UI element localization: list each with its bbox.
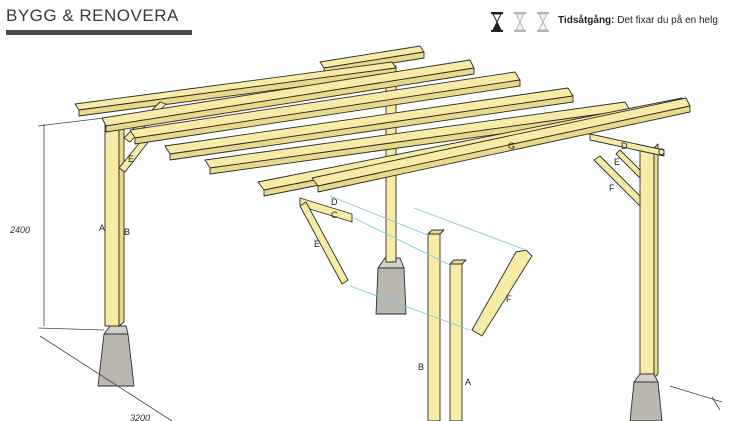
brace-right-lower	[593, 155, 641, 207]
label-a-left: A	[99, 223, 105, 233]
loose-post-a	[449, 263, 463, 421]
label-f-loose: F	[506, 294, 512, 304]
label-f-right: F	[609, 183, 615, 193]
hourglass-icon	[491, 12, 503, 32]
post-right	[639, 147, 655, 379]
time-estimate: Tidsåtgång: Det fixar du på en helg	[558, 15, 718, 26]
label-c-mid: C	[331, 210, 338, 220]
time-estimate-value: Det fixar du på en helg	[617, 15, 718, 26]
label-d-mid: D	[331, 197, 338, 207]
beam-right-end	[589, 133, 665, 157]
brand-underline	[6, 30, 192, 35]
pergola-diagram: A B E D C E G D C E F F B A 2400 3200	[9, 45, 723, 421]
dimension-height: 2400	[9, 225, 30, 235]
difficulty-rating	[491, 12, 549, 32]
brace-right-upper	[615, 149, 641, 179]
time-estimate-label: Tidsåtgång:	[558, 15, 615, 26]
hourglass-empty-icon	[514, 12, 526, 32]
label-e-mid: E	[314, 239, 320, 249]
brand-title: BYGG & RENOVERA	[6, 6, 179, 25]
brace-mid	[299, 201, 349, 285]
concrete-footing-back	[375, 267, 407, 315]
hourglass-empty-icon	[537, 12, 549, 32]
post-left	[104, 117, 120, 327]
label-d-right: D	[621, 141, 628, 151]
label-b-loose: B	[418, 362, 424, 372]
loose-brace-f	[471, 249, 533, 337]
label-c-right: C	[658, 147, 665, 157]
label-e-right: E	[614, 157, 620, 167]
label-b-left: B	[124, 227, 130, 237]
assembly-guides	[329, 195, 527, 331]
loose-post-b	[427, 233, 441, 421]
concrete-footing-right	[629, 381, 663, 421]
label-a-loose: A	[465, 377, 471, 387]
beam-end-mid	[299, 197, 353, 223]
dimension-width: 3200	[130, 413, 150, 421]
concrete-footing-left	[97, 333, 135, 387]
label-e-left: E	[128, 154, 134, 164]
dimension-lines	[37, 117, 723, 421]
header: BYGG & RENOVERA Tidsåtgång: Det fixar du…	[0, 0, 750, 40]
label-g: G	[508, 141, 515, 151]
